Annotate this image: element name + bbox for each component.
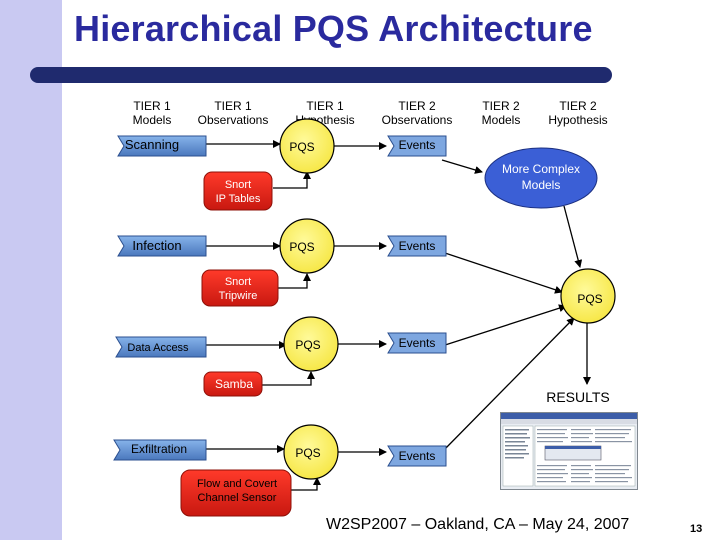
results-screenshot-thumbnail: [500, 412, 638, 490]
arrow-snort-tripwire-pqs: [278, 273, 311, 289]
pqs-node-4: PQS: [283, 424, 339, 480]
arrow-events3-tier2pqs: [441, 304, 567, 347]
page-title: Hierarchical PQS Architecture: [74, 8, 593, 49]
svg-text:Channel Sensor: Channel Sensor: [198, 492, 277, 504]
sensor-snort-tripwire: Snort Tripwire: [201, 269, 279, 307]
arrow-models-tier2pqs: [563, 205, 583, 268]
model-exfiltration-label: Exfiltration: [131, 442, 187, 456]
svg-text:Models: Models: [522, 178, 561, 192]
complex-models-node: More Complex Models: [484, 147, 598, 209]
svg-text:PQS: PQS: [289, 140, 314, 154]
svg-text:Events: Events: [399, 239, 436, 253]
svg-text:Events: Events: [399, 138, 436, 152]
events-3: Events: [387, 332, 447, 354]
model-scanning: Scanning: [117, 135, 207, 157]
svg-text:Events: Events: [399, 336, 436, 350]
model-infection: Infection: [117, 235, 207, 257]
title-underline-bar: [30, 67, 612, 83]
model-data-access: Data Access: [115, 336, 207, 358]
arrow-events1-models: [441, 159, 483, 174]
svg-text:PQS: PQS: [295, 446, 320, 460]
left-accent-bar: [0, 0, 62, 540]
page-number: 13: [690, 523, 703, 535]
svg-text:Tripwire: Tripwire: [219, 290, 258, 302]
pqs-node-3: PQS: [283, 316, 339, 372]
sensor-flow-covert: Flow and Covert Channel Sensor: [180, 469, 292, 517]
model-scanning-label: Scanning: [125, 137, 179, 152]
results-label: RESULTS: [546, 389, 610, 405]
svg-text:More Complex: More Complex: [502, 162, 580, 176]
svg-text:PQS: PQS: [577, 292, 602, 306]
model-data-access-label: Data Access: [127, 342, 189, 354]
footer-text: W2SP2007 – Oakland, CA – May 24, 2007: [326, 516, 630, 533]
svg-text:PQS: PQS: [295, 338, 320, 352]
model-infection-label: Infection: [132, 238, 181, 253]
sensor-snort-iptables: Snort IP Tables: [203, 171, 273, 211]
sensor-samba: Samba: [203, 371, 263, 397]
events-2: Events: [387, 235, 447, 257]
pqs-node-1: PQS: [279, 118, 335, 174]
svg-text:Samba: Samba: [215, 377, 253, 391]
arrow-events4-tier2pqs: [441, 317, 575, 453]
svg-text:Events: Events: [399, 449, 436, 463]
model-exfiltration: Exfiltration: [113, 439, 207, 461]
arrow-flow-pqs: [291, 477, 321, 491]
svg-text:IP Tables: IP Tables: [216, 193, 261, 205]
events-1: Events: [387, 135, 447, 157]
arrow-events2-tier2pqs: [441, 251, 563, 294]
svg-text:Flow and Covert: Flow and Covert: [197, 478, 277, 490]
svg-text:Snort: Snort: [225, 179, 251, 191]
svg-text:Snort: Snort: [225, 276, 251, 288]
events-4: Events: [387, 445, 447, 467]
svg-text:PQS: PQS: [289, 240, 314, 254]
arrow-snort-iptables-pqs: [273, 171, 311, 189]
tier2-pqs-node: PQS: [560, 268, 616, 324]
arrow-samba-pqs: [260, 371, 315, 386]
pqs-node-2: PQS: [279, 218, 335, 274]
